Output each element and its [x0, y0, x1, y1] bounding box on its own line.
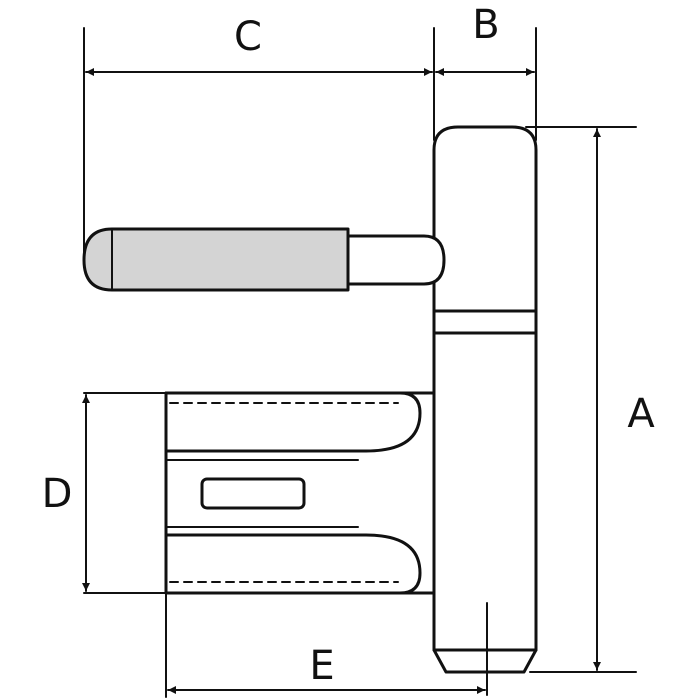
barrel-outline [432, 125, 538, 674]
sleeve-window [200, 477, 306, 510]
label-e: E [309, 643, 334, 689]
label-b: B [472, 2, 499, 48]
label-c: C [234, 14, 262, 60]
mounting-sleeve [164, 391, 436, 595]
label-d: D [42, 471, 73, 517]
hinge-barrel [432, 125, 538, 696]
dimension-lines [82, 68, 601, 694]
sleeve-upper-slot [164, 391, 422, 453]
dimension-labels: C B A D E [42, 2, 656, 689]
extension-lines [83, 27, 637, 698]
sleeve-outline [164, 391, 436, 595]
label-a: A [627, 391, 655, 437]
pin-sleeve [82, 227, 350, 292]
pin-stub [346, 234, 446, 286]
sleeve-lower-slot [164, 533, 422, 595]
hinge-pin [82, 227, 446, 292]
